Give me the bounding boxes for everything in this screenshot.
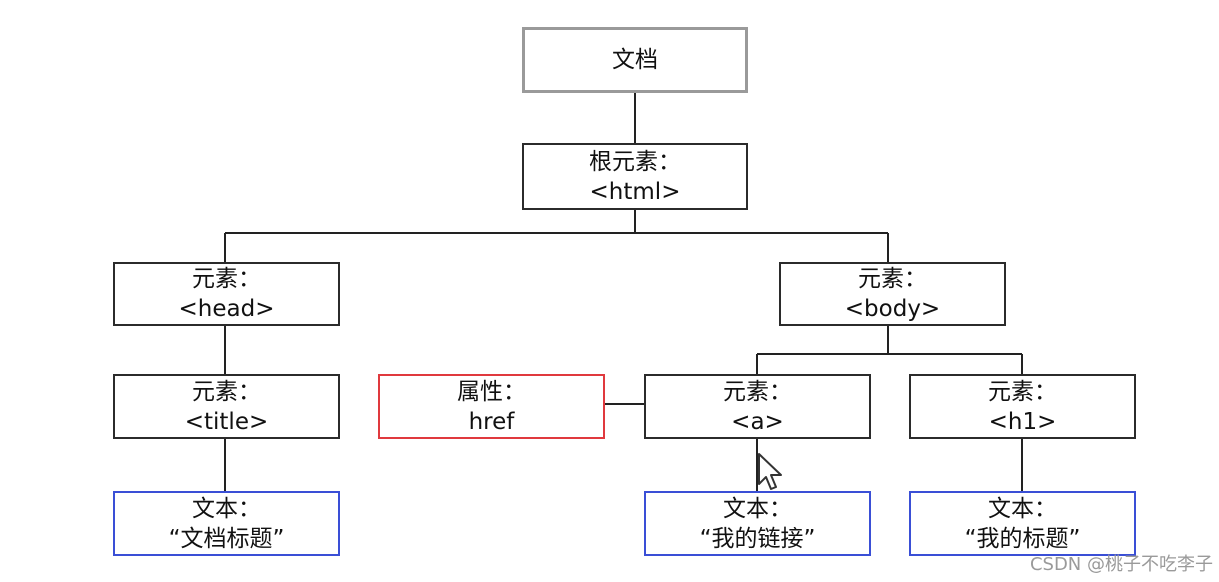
- node-href-kind: 属性：: [457, 378, 526, 405]
- node-a-text-value: “我的链接”: [699, 525, 816, 552]
- watermark: CSDN @桃子不吃李子: [1029, 554, 1213, 575]
- node-document: 文档: [522, 27, 748, 93]
- node-h1-kind: 元素：: [988, 378, 1057, 405]
- node-body: 元素： <body>: [779, 262, 1006, 326]
- node-href-attribute: 属性： href: [378, 374, 605, 439]
- node-head-kind: 元素：: [192, 266, 261, 292]
- node-a-text: 文本： “我的链接”: [644, 491, 871, 556]
- node-root-kind: 根元素：: [589, 148, 681, 175]
- node-title-tag: <title>: [184, 408, 269, 435]
- node-a-text-kind: 文本：: [723, 495, 792, 522]
- node-title-text-kind: 文本：: [192, 495, 261, 522]
- node-title-kind: 元素：: [192, 378, 261, 405]
- node-root-tag: <html>: [589, 178, 681, 205]
- node-h1-text: 文本： “我的标题”: [909, 491, 1136, 556]
- node-document-label: 文档: [612, 47, 658, 73]
- node-h1-text-value: “我的标题”: [964, 525, 1081, 552]
- node-root-html: 根元素： <html>: [522, 143, 748, 210]
- mouse-pointer-icon: [758, 453, 782, 490]
- node-head-tag: <head>: [178, 296, 275, 322]
- node-a-kind: 元素：: [723, 378, 792, 405]
- node-title: 元素： <title>: [113, 374, 340, 439]
- node-a: 元素： <a>: [644, 374, 871, 439]
- node-title-text: 文本： “文档标题”: [113, 491, 340, 556]
- node-h1-tag: <h1>: [988, 408, 1057, 435]
- node-body-tag: <body>: [844, 296, 941, 322]
- node-head: 元素： <head>: [113, 262, 340, 326]
- node-a-tag: <a>: [731, 408, 784, 435]
- node-body-kind: 元素：: [858, 266, 927, 292]
- node-title-text-value: “文档标题”: [168, 525, 285, 552]
- node-h1: 元素： <h1>: [909, 374, 1136, 439]
- node-h1-text-kind: 文本：: [988, 495, 1057, 522]
- node-href-name: href: [468, 408, 515, 435]
